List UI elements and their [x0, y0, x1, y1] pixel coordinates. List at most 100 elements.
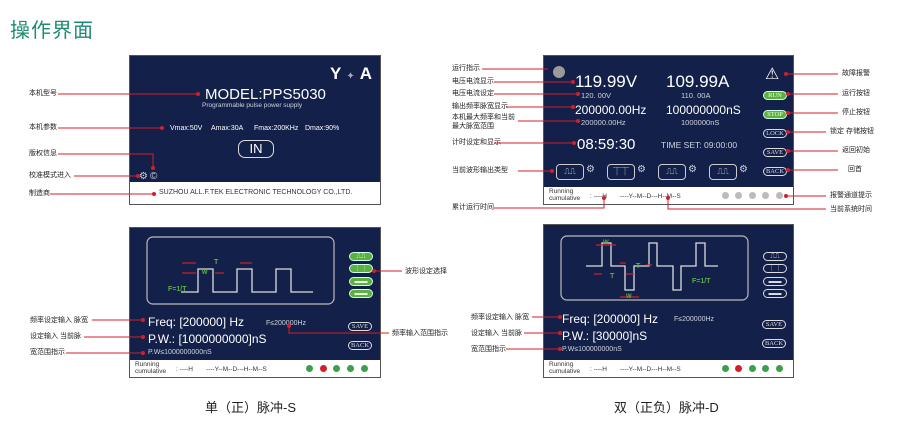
gear-icon[interactable]: ⚙: [637, 164, 646, 175]
label-copyright: 版权信息: [29, 150, 57, 157]
param-dmax: Dmax:90%: [305, 125, 340, 132]
time-set[interactable]: TIME SET: 09:00:00: [661, 140, 738, 150]
status-bar: Running cumulative : ----H ----Y--M--D--…: [544, 187, 793, 204]
wave-select-1[interactable]: ⎍⎍: [349, 252, 373, 261]
save-button[interactable]: SAVE: [348, 322, 372, 331]
status-bar: Running cumulative : ----H ----Y--M--D--…: [544, 360, 793, 377]
alarm-channel-2: [735, 192, 742, 199]
alarm-channel-4: [762, 192, 769, 199]
pw-range: P.W≤1000000000nS: [148, 349, 212, 356]
gear-icon[interactable]: ⚙: [139, 171, 148, 182]
back-button[interactable]: BACK: [762, 339, 786, 348]
label-run-indicator: 运行指示: [452, 65, 480, 72]
back-button[interactable]: BACK: [348, 341, 372, 350]
t-label: T: [214, 259, 219, 266]
brand-logo: Y✦A: [330, 64, 378, 83]
gear-icon[interactable]: ⚙: [586, 164, 595, 175]
caption-single-pulse: 单（正）脉冲-S: [205, 400, 297, 415]
label-pw-input: 设定输入 当前脉: [30, 333, 81, 340]
param-amax: Amax:30A: [211, 125, 244, 132]
running-label: Running: [135, 361, 160, 368]
gear-icon[interactable]: ⚙: [688, 164, 697, 175]
freq-range: F≤200000Hz: [266, 320, 307, 327]
waveform-type-2[interactable]: ⏉⏉: [607, 164, 635, 180]
stop-button[interactable]: STOP: [763, 110, 787, 119]
run-button[interactable]: RUN: [763, 91, 787, 100]
wave-select-2[interactable]: ⏉⏉: [349, 264, 373, 273]
label-waveform-type: 当前波形输出类型: [452, 167, 508, 174]
pw-display: 100000000nS: [666, 103, 741, 117]
wave-select-1[interactable]: ⎍⎍: [763, 252, 787, 261]
warning-icon: ⚠: [765, 66, 780, 83]
alarm-channel-3: [333, 365, 340, 372]
param-vmax: Vmax:50V: [170, 125, 203, 132]
running-label: Running: [549, 188, 574, 195]
label-vi-setting: 电压电流设定: [452, 90, 494, 97]
alarm-channel-1: [306, 365, 313, 372]
model-subtitle: Programmable pulse power supply: [202, 102, 303, 109]
alarm-channel-2: [735, 365, 742, 372]
freq-input[interactable]: Freq: [200000] Hz: [148, 315, 245, 329]
alarm-channel-3: [749, 192, 756, 199]
freq-max: 200000.00Hz: [581, 118, 626, 127]
in-button[interactable]: IN: [238, 140, 274, 158]
label-alarm-channel: 报警通道提示: [830, 192, 872, 199]
timer-display[interactable]: 08:59:30: [577, 136, 636, 153]
gear-icon[interactable]: ⚙: [739, 164, 748, 175]
cumulative-label: cumulative: [135, 368, 167, 375]
voltage-setting: 120. 00V: [581, 91, 612, 100]
label-stop-button: 停止按钮: [842, 109, 870, 116]
alarm-channel-1: [722, 192, 729, 199]
wave-select-2[interactable]: ⏉⏉: [763, 264, 787, 273]
waveform-type-1[interactable]: ⎍⎍: [556, 164, 584, 180]
wave-select-4[interactable]: ▬▬: [763, 289, 787, 298]
pw-input[interactable]: P.W.: [1000000000]nS: [148, 332, 267, 346]
alarm-channel-1: [722, 365, 729, 372]
alarm-channel-5: [361, 365, 368, 372]
lock-button[interactable]: LOCK: [763, 129, 787, 138]
back-button[interactable]: BACK: [763, 167, 787, 176]
label-vi-display: 电压电流显示: [452, 78, 494, 85]
label-freq-input: 频率设定输入 脉宽: [30, 317, 88, 324]
waveform-diagram: w T F=1/T: [146, 236, 335, 305]
label-save: 返回初始: [842, 147, 870, 154]
copyright-icon[interactable]: ©: [150, 171, 158, 182]
alarm-channel-5: [776, 365, 783, 372]
waveform-type-4[interactable]: ⎍⎍: [709, 164, 737, 180]
save-button[interactable]: SAVE: [762, 320, 786, 329]
f-label: F=1/T: [692, 278, 711, 285]
save-button[interactable]: SAVE: [763, 148, 787, 157]
label-pw-input: 设定输入 当前脉: [471, 330, 522, 337]
label-run-button: 运行按钮: [842, 90, 870, 97]
label-timer: 计时设定和显示: [452, 139, 501, 146]
label-model: 本机型号: [29, 90, 57, 97]
w-label: W: [603, 240, 609, 246]
cumulative-hours: : ----H: [590, 193, 607, 200]
alarm-channel-4: [762, 365, 769, 372]
wave-select-3[interactable]: ▬▬: [763, 277, 787, 286]
label-pw-range: 宽范围指示: [471, 346, 506, 353]
pw-input[interactable]: P.W.: [30000]nS: [562, 329, 648, 343]
label-back: 回首: [848, 166, 862, 173]
alarm-channel-2: [320, 365, 327, 372]
freq-input[interactable]: Freq: [200000] Hz: [562, 312, 659, 326]
label-pw-range: 宽范围指示: [30, 349, 65, 356]
cumulative-label: cumulative: [549, 195, 581, 202]
waveform-type-3[interactable]: ⎍⎍: [658, 164, 686, 180]
alarm-channel-4: [347, 365, 354, 372]
page-title: 操作界面: [10, 20, 94, 42]
current-display: 109.99A: [666, 72, 730, 91]
wave-select-4[interactable]: ▬▬: [349, 289, 373, 298]
label-calibration: 校准模式进入: [29, 172, 71, 179]
w-label: W: [626, 294, 632, 300]
label-wave-select: 波形设定选择: [405, 268, 447, 275]
wave-select-3[interactable]: ▬▬: [349, 277, 373, 286]
label-fault-alarm: 故障报警: [842, 70, 870, 77]
label-freq-pw: 输出频率脉宽显示: [452, 103, 508, 110]
alarm-channel-3: [749, 365, 756, 372]
t-label: T: [610, 273, 615, 280]
pw-range: P.W≤100000000nS: [562, 346, 622, 353]
pw-max: 1000000nS: [681, 118, 720, 127]
run-indicator: [553, 66, 565, 78]
label-lock-button: 锁定 存储按钮: [830, 128, 874, 135]
